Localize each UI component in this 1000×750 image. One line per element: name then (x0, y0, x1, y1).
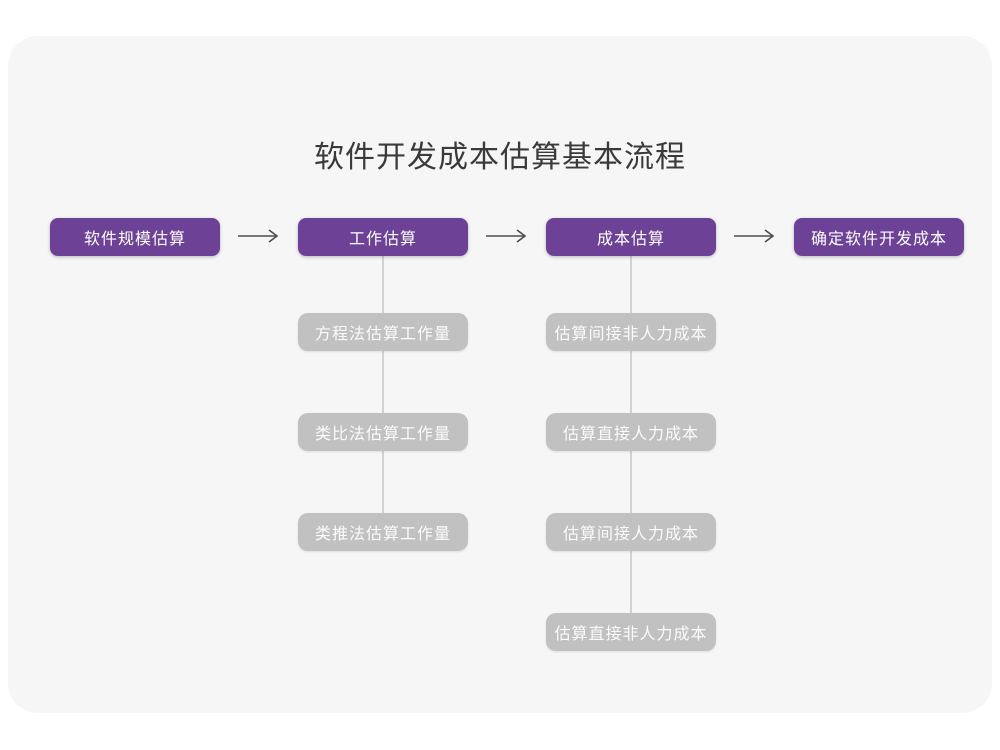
flow-node-work-estimation: 工作估算 (298, 218, 468, 256)
diagram-card: 软件开发成本估算基本流程 软件规模估算 工作估算 成本估算 确定软件开发成本 方… (8, 36, 992, 713)
flow-node-cost-estimation: 成本估算 (546, 218, 716, 256)
arrow-right-icon (734, 229, 775, 243)
flow-subnode-indirect-nonlabor-cost: 估算间接非人力成本 (546, 313, 716, 351)
flow-subnode-indirect-labor-cost: 估算间接人力成本 (546, 513, 716, 551)
flow-subnode-extrapolation-method: 类推法估算工作量 (298, 513, 468, 551)
flow-subnode-direct-labor-cost: 估算直接人力成本 (546, 413, 716, 451)
flow-node-software-scale-estimation: 软件规模估算 (50, 218, 220, 256)
diagram-title: 软件开发成本估算基本流程 (314, 141, 686, 174)
connector-line-work-column (382, 256, 384, 532)
flow-subnode-analogy-method: 类比法估算工作量 (298, 413, 468, 451)
flow-subnode-direct-nonlabor-cost: 估算直接非人力成本 (546, 613, 716, 651)
flow-node-determine-software-dev-cost: 确定软件开发成本 (794, 218, 964, 256)
arrow-right-icon (238, 229, 279, 243)
arrow-right-icon (486, 229, 527, 243)
flow-subnode-equation-method: 方程法估算工作量 (298, 313, 468, 351)
